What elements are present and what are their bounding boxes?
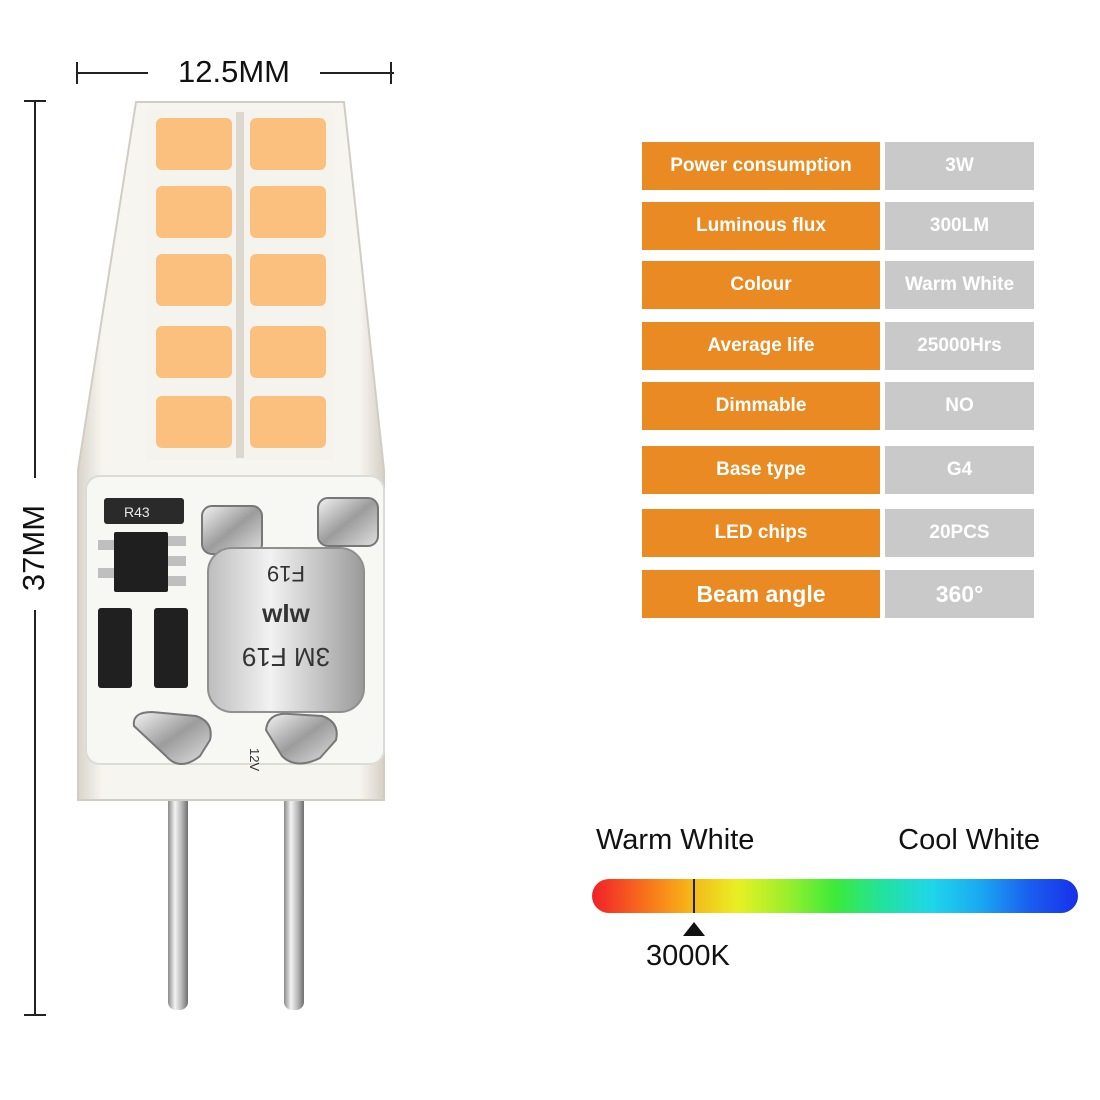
width-dimension-left-line: [76, 72, 148, 74]
width-dimension-right-line: [320, 72, 394, 74]
voltage-marking: 12V: [247, 748, 262, 771]
capacitor: [207, 547, 365, 713]
spec-label: Base type: [642, 446, 880, 494]
spec-row-led-chips: LED chips 20PCS: [642, 509, 1034, 557]
spec-row-luminous-flux: Luminous flux 300LM: [642, 202, 1034, 250]
temperature-marker-triangle-icon: [683, 922, 705, 936]
led-chip: [156, 118, 232, 170]
height-dimension-bottom-line: [34, 610, 36, 1016]
ic-pin: [98, 568, 114, 578]
spec-value: 20PCS: [885, 509, 1034, 557]
led-chip: [156, 186, 232, 238]
spec-row-dimmable: Dimmable NO: [642, 382, 1034, 430]
led-chips: [156, 118, 326, 448]
height-dimension: 37MM: [16, 100, 56, 1016]
spec-value: 300LM: [885, 202, 1034, 250]
ic-pin: [168, 536, 186, 546]
spec-value: 25000Hrs: [885, 322, 1034, 370]
led-chip: [250, 186, 326, 238]
led-chip: [250, 326, 326, 378]
ic-pin: [168, 556, 186, 566]
diode: [98, 608, 132, 688]
capacitor-marking-top: F19: [267, 561, 305, 586]
led-chip: [250, 396, 326, 448]
led-board-divider: [236, 112, 244, 458]
spec-row-power: Power consumption 3W: [642, 142, 1034, 190]
spec-value: NO: [885, 382, 1034, 430]
led-chip: [250, 118, 326, 170]
warm-white-label: Warm White: [596, 824, 755, 856]
height-dimension-top-line: [34, 100, 36, 478]
led-chip: [156, 326, 232, 378]
led-chip: [250, 254, 326, 306]
width-dimension-label: 12.5MM: [178, 54, 290, 89]
spec-label: Power consumption: [642, 142, 880, 190]
right-pin: [284, 760, 304, 1010]
cool-white-label: Cool White: [898, 824, 1040, 856]
spec-row-base-type: Base type G4: [642, 446, 1034, 494]
color-spectrum-bar: [592, 879, 1078, 913]
resistor: [104, 498, 184, 524]
spec-label: Colour: [642, 261, 880, 309]
temperature-marker-line: [693, 879, 695, 913]
color-temperature-scale: Warm White Cool White 3000K: [590, 820, 1080, 980]
capacitor-marking-bottom: 3M F19: [242, 642, 330, 672]
spec-row-beam-angle: Beam angle 360°: [642, 570, 1034, 618]
left-pin: [168, 760, 188, 1010]
g4-led-bulb-image: R43 F19 wIw 3M F19 12V: [77, 101, 385, 1010]
spec-label: LED chips: [642, 509, 880, 557]
ic-chip: [114, 532, 168, 592]
ic-pin: [168, 576, 186, 586]
right-pin-solder: [264, 712, 338, 765]
ic-pin: [98, 540, 114, 550]
spec-label: Beam angle: [642, 570, 880, 618]
spec-row-average-life: Average life 25000Hrs: [642, 322, 1034, 370]
spec-label: Average life: [642, 322, 880, 370]
led-chip: [156, 396, 232, 448]
resistor-marking: R43: [124, 504, 150, 520]
spec-label: Luminous flux: [642, 202, 880, 250]
spec-value: G4: [885, 446, 1034, 494]
spec-value: Warm White: [885, 261, 1034, 309]
left-pin-solder: [132, 710, 212, 765]
solder-pad: [201, 505, 263, 555]
height-dimension-bottom-tick: [24, 1014, 46, 1016]
spec-row-colour: Colour Warm White: [642, 261, 1034, 309]
led-chip: [156, 254, 232, 306]
spec-value: 3W: [885, 142, 1034, 190]
spec-value: 360°: [885, 570, 1034, 618]
width-dimension: 12.5MM: [76, 52, 394, 92]
solder-pad: [317, 497, 379, 547]
temperature-marker-label: 3000K: [646, 940, 730, 972]
width-dimension-right-tick: [390, 62, 392, 84]
diode: [154, 608, 188, 688]
capacitor-marking-mid: wIw: [261, 598, 310, 628]
spec-label: Dimmable: [642, 382, 880, 430]
